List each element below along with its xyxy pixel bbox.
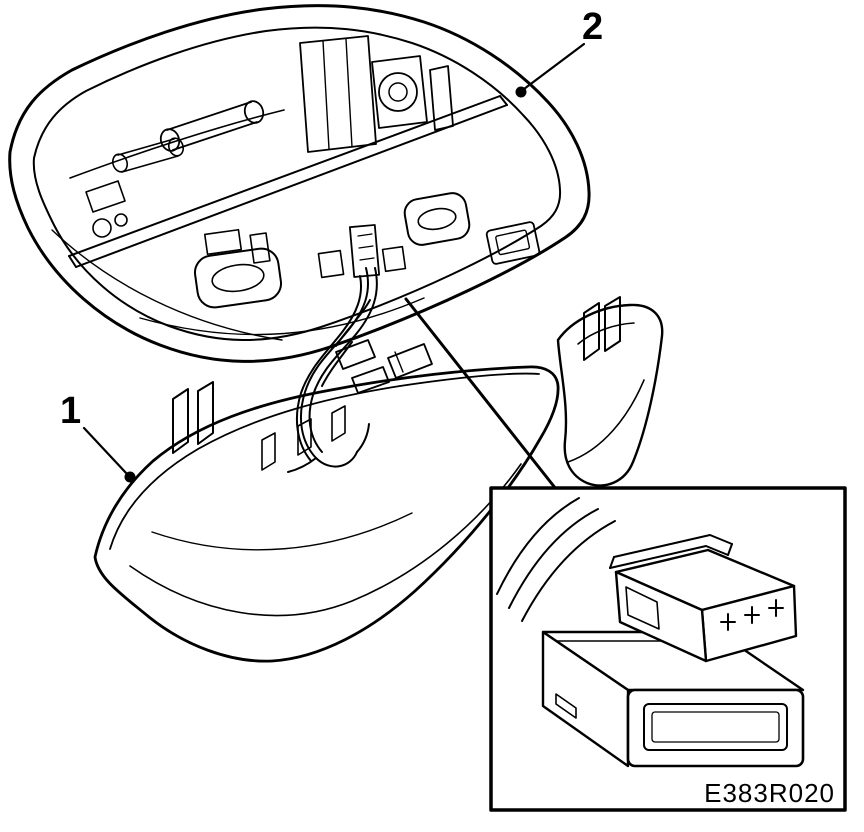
leader-part-2 — [515, 42, 586, 98]
inset-pointer-line — [404, 297, 558, 491]
lens-cover — [93, 365, 560, 663]
wiring-harness — [287, 267, 433, 473]
inset-code: E383R020 — [704, 778, 835, 808]
leader-part-1 — [82, 426, 136, 483]
end-bracket — [556, 296, 664, 487]
part-label-1: 1 — [60, 390, 82, 432]
leader-dot-part-1 — [124, 471, 136, 483]
connector-inset — [489, 486, 847, 812]
connector-plug — [609, 534, 798, 663]
leader-dot-part-2 — [515, 86, 527, 98]
connector-housing — [541, 630, 805, 768]
console-housing — [8, 4, 591, 363]
part-label-2: 2 — [582, 6, 604, 48]
